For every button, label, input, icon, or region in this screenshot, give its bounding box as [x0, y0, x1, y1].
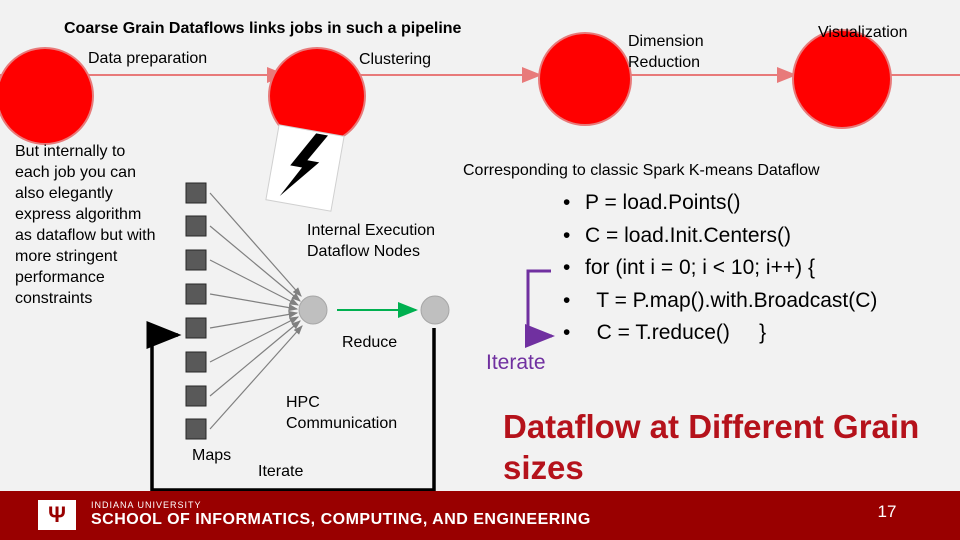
map-node: [185, 385, 207, 407]
pipeline-node-visualization: [792, 29, 892, 129]
stage-label-visualization: Visualization: [818, 24, 908, 41]
reduce-label: Reduce: [342, 334, 398, 351]
map-node: [185, 283, 207, 305]
stage-label-data-preparation: Data preparation: [88, 50, 208, 67]
map-node: [185, 215, 207, 237]
pipeline-node-data-preparation: [0, 47, 94, 145]
lightning-bolt-icon: [265, 124, 345, 212]
spark-code-line: •C = load.Init.Centers(): [563, 223, 792, 247]
stage-label-dimension-reduction: Dimension Reduction: [628, 33, 704, 71]
dataflow-node-left: [298, 295, 328, 325]
map-node: [185, 249, 207, 271]
map-node: [185, 351, 207, 373]
spark-code-line: •for (int i = 0; i < 10; i++) {: [563, 256, 815, 279]
spark-code-line: • C = T.reduce() }: [563, 321, 767, 344]
map-node: [185, 418, 207, 440]
internal-execution-label: Internal Execution Dataflow Nodes: [307, 222, 436, 260]
stage-label-clustering: Clustering: [359, 51, 432, 68]
page-number: 17: [877, 502, 897, 521]
pipeline-node-dimension-reduction: [538, 32, 632, 126]
school-name: SCHOOL OF INFORMATICS, COMPUTING, AND EN…: [91, 511, 591, 528]
map-node: [185, 317, 207, 339]
spark-iterate-label: Iterate: [486, 351, 546, 374]
pipeline-title: Coarse Grain Dataflows links jobs in suc…: [64, 20, 462, 37]
map-node: [185, 182, 207, 204]
headline: Dataflow at Different Grain sizes: [503, 408, 920, 486]
iterate-label: Iterate: [258, 463, 304, 480]
iu-trident-logo-icon: Ψ: [38, 500, 76, 530]
hpc-communication-label: HPC Communication: [286, 394, 398, 432]
maps-label: Maps: [192, 447, 232, 464]
spark-iterate-arrow: [525, 269, 555, 348]
dataflow-node-right: [420, 295, 450, 325]
spark-title: Corresponding to classic Spark K-means D…: [463, 162, 820, 179]
spark-code-line: •P = load.Points(): [563, 191, 741, 214]
spark-code-list: •P = load.Points() •C = load.Init.Center…: [563, 187, 877, 350]
footer-bar: Ψ INDIANA UNIVERSITY SCHOOL OF INFORMATI…: [0, 491, 960, 540]
map-to-node-arrows: [209, 192, 303, 430]
university-name: INDIANA UNIVERSITY: [91, 500, 202, 510]
iterate-loop-arrow: [146, 321, 436, 492]
map-nodes: [185, 182, 207, 440]
spark-code-line: • T = P.map().with.Broadcast(C): [563, 288, 878, 312]
left-description: But internally to each job you can also …: [15, 143, 156, 307]
